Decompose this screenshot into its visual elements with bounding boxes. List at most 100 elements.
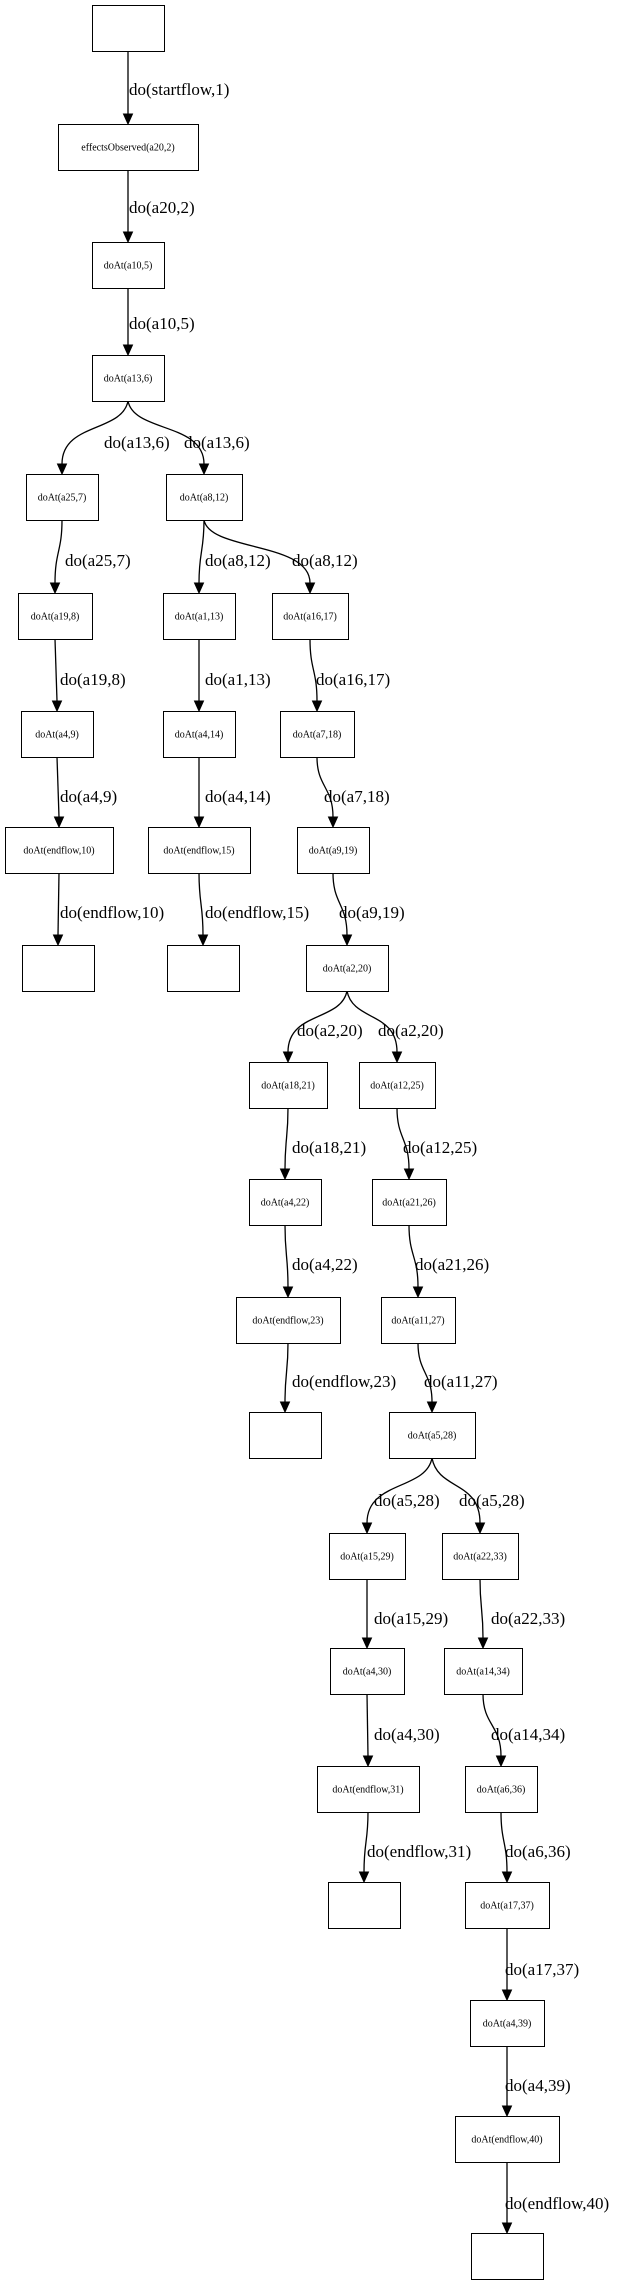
node-label: doAt(a1,13) [175,612,224,623]
node-box [22,945,95,992]
node-label: doAt(a8,12) [180,493,229,504]
arrowhead [412,1286,424,1299]
node-label: doAt(endflow,31) [332,1785,403,1796]
node-box [442,1533,519,1580]
edge-label: do(a8,12) [292,551,358,570]
edge: do(a12,25) [396,1107,477,1181]
node-box [330,1648,405,1695]
node-box [328,1882,401,1929]
arrowhead [495,1755,507,1768]
node-n-a18: doAt(a18,21) [249,1062,328,1109]
edge-line [284,1342,289,1403]
node-label: doAt(a14,34) [456,1667,510,1678]
node-n-end23: doAt(endflow,23) [236,1297,341,1344]
node-n-a19: doAt(a19,8) [18,593,93,640]
arrowhead [311,700,323,713]
edge: do(a4,9) [53,756,117,829]
node-label: doAt(a6,36) [477,1785,526,1796]
edge: do(a13,6) [127,400,250,476]
node-box [92,5,165,52]
node-box [58,124,199,171]
edge-label: do(a12,25) [403,1138,477,1157]
edge: do(a20,2) [122,170,195,244]
edge-label: do(a20,2) [129,198,195,217]
node-n-a14: doAt(a14,34) [444,1648,523,1695]
edge-label: do(a17,37) [505,1960,579,1979]
arrowhead [391,1051,403,1064]
arrowhead [193,700,205,713]
edge-label: do(a10,5) [129,314,195,333]
node-label: doAt(a17,37) [480,1901,534,1912]
edge-label: do(a5,28) [459,1491,525,1510]
node-box [389,1412,476,1459]
node-box [18,593,93,640]
edge-line [482,1693,502,1757]
arrowhead [282,1286,294,1299]
node-n-a12: doAt(a12,25) [359,1062,436,1109]
arrowhead [477,1637,489,1650]
node-n-a6: doAt(a6,36) [465,1766,538,1813]
edge-line [54,638,58,702]
node-n-a15: doAt(a15,29) [329,1533,406,1580]
node-box [249,1412,322,1459]
node-box [470,2000,545,2047]
edge-label: do(a4,14) [205,787,271,806]
arrowhead [474,1522,486,1535]
terminal-node [249,1412,322,1459]
node-label: doAt(a12,25) [370,1081,424,1092]
node-n-end15: doAt(endflow,15) [148,827,251,874]
node-box [465,1882,550,1929]
node-label: doAt(endflow,10) [23,846,94,857]
node-box [280,711,355,758]
edge-label: do(a9,19) [339,903,405,922]
node-n-a17: doAt(a17,37) [465,1882,550,1929]
edge: do(a18,21) [279,1107,366,1181]
edge: do(a13,6) [56,400,170,476]
edge: do(endflow,23) [279,1342,396,1414]
node-n-a4-9: doAt(a4,9) [21,711,94,758]
node-box [329,1533,406,1580]
node-box [272,593,349,640]
edge: do(endflow,31) [358,1811,471,1884]
node-label: doAt(a25,7) [38,493,87,504]
edge-label: do(endflow,31) [367,1842,471,1861]
edge-label: do(a16,17) [316,670,390,689]
arrowhead [341,934,353,947]
arrowhead [122,113,134,126]
terminal-node [328,1882,401,1929]
edge-line [284,1224,289,1288]
node-box [148,827,251,874]
node-label: doAt(a4,9) [35,730,79,741]
edge: do(a6,36) [500,1811,571,1884]
node-box [306,945,389,992]
edge-line [61,400,129,465]
edge-label: do(a4,22) [292,1255,358,1274]
edge-label: do(a4,9) [60,787,117,806]
edge-label: do(a1,13) [205,670,271,689]
node-label: doAt(a13,6) [104,374,153,385]
edge-line [203,519,311,584]
node-label: doAt(endflow,23) [252,1316,323,1327]
edge-line [479,1578,484,1639]
node-n-a9: doAt(a9,19) [297,827,370,874]
edge-label: do(a22,33) [491,1609,565,1628]
node-label: doAt(a5,28) [408,1431,457,1442]
edge-line [396,1107,410,1170]
arrowhead [122,344,134,357]
edge: do(a19,8) [51,638,126,713]
node-label: doAt(endflow,15) [163,846,234,857]
arrowhead [49,582,61,595]
arrowhead [358,1871,370,1884]
edge-label: do(endflow,15) [205,903,309,922]
node-n-end10: doAt(endflow,10) [5,827,114,874]
arrowhead [51,700,63,713]
arrowhead [304,582,316,595]
node-label: doAt(endflow,40) [471,2135,542,2146]
node-n-end31: doAt(endflow,31) [317,1766,420,1813]
edge: do(a2,20) [282,990,363,1064]
edge-label: do(a25,7) [65,551,131,570]
node-box [167,945,240,992]
node-box [21,711,94,758]
edge: do(a1,13) [193,639,271,713]
edge-line [287,990,348,1053]
